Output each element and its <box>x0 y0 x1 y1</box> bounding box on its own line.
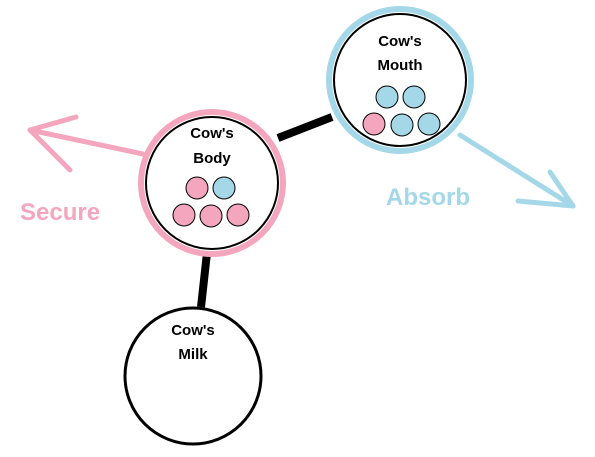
node-cows-body: Cow's Body <box>138 109 286 257</box>
body-dot-pink <box>199 204 223 228</box>
absorb-arrow <box>457 132 576 209</box>
absorb-label: Absorb <box>386 184 470 211</box>
mouth-dot-blue <box>402 85 426 109</box>
mouth-dot-blue <box>375 85 399 109</box>
node-milk-label-line1: Cow's <box>171 322 215 339</box>
edge-body-mouth <box>276 113 334 142</box>
node-milk-label-line2: Milk <box>178 346 208 363</box>
node-cows-mouth: Cow's Mouth <box>326 6 474 154</box>
mouth-dot-blue <box>390 113 414 137</box>
node-mouth-label-line1: Cow's <box>378 33 422 50</box>
edge-body-milk <box>197 252 211 308</box>
secure-arrow <box>27 114 146 173</box>
body-dot-pink <box>226 203 250 227</box>
body-dot-blue <box>212 176 236 200</box>
mouth-dot-blue <box>417 112 441 136</box>
node-mouth-label-line2: Mouth <box>378 57 423 74</box>
body-dot-pink <box>172 203 196 227</box>
secure-label: Secure <box>20 199 100 226</box>
node-cows-milk: Cow's Milk <box>123 306 263 446</box>
body-dot-pink <box>185 176 209 200</box>
node-body-label-line2: Body <box>193 150 231 167</box>
node-body-label-line1: Cow's <box>190 125 234 142</box>
mouth-dot-pink <box>362 112 386 136</box>
